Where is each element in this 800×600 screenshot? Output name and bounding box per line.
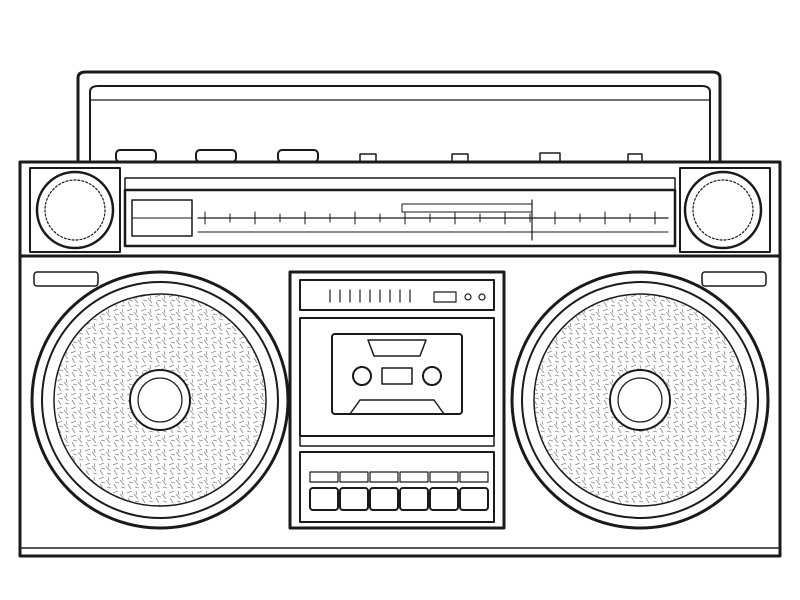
carry-handle	[76, 70, 722, 162]
main-body	[18, 254, 782, 558]
right-tweeter	[683, 170, 763, 250]
upper-body	[18, 160, 782, 258]
left-tweeter	[35, 170, 115, 250]
transport-controls	[299, 451, 495, 523]
tuning-dial	[123, 177, 677, 248]
left-speaker	[30, 270, 290, 530]
cassette-deck	[288, 270, 506, 530]
cassette-tape	[331, 333, 463, 415]
right-speaker	[510, 270, 770, 530]
top-knobs	[115, 149, 643, 163]
